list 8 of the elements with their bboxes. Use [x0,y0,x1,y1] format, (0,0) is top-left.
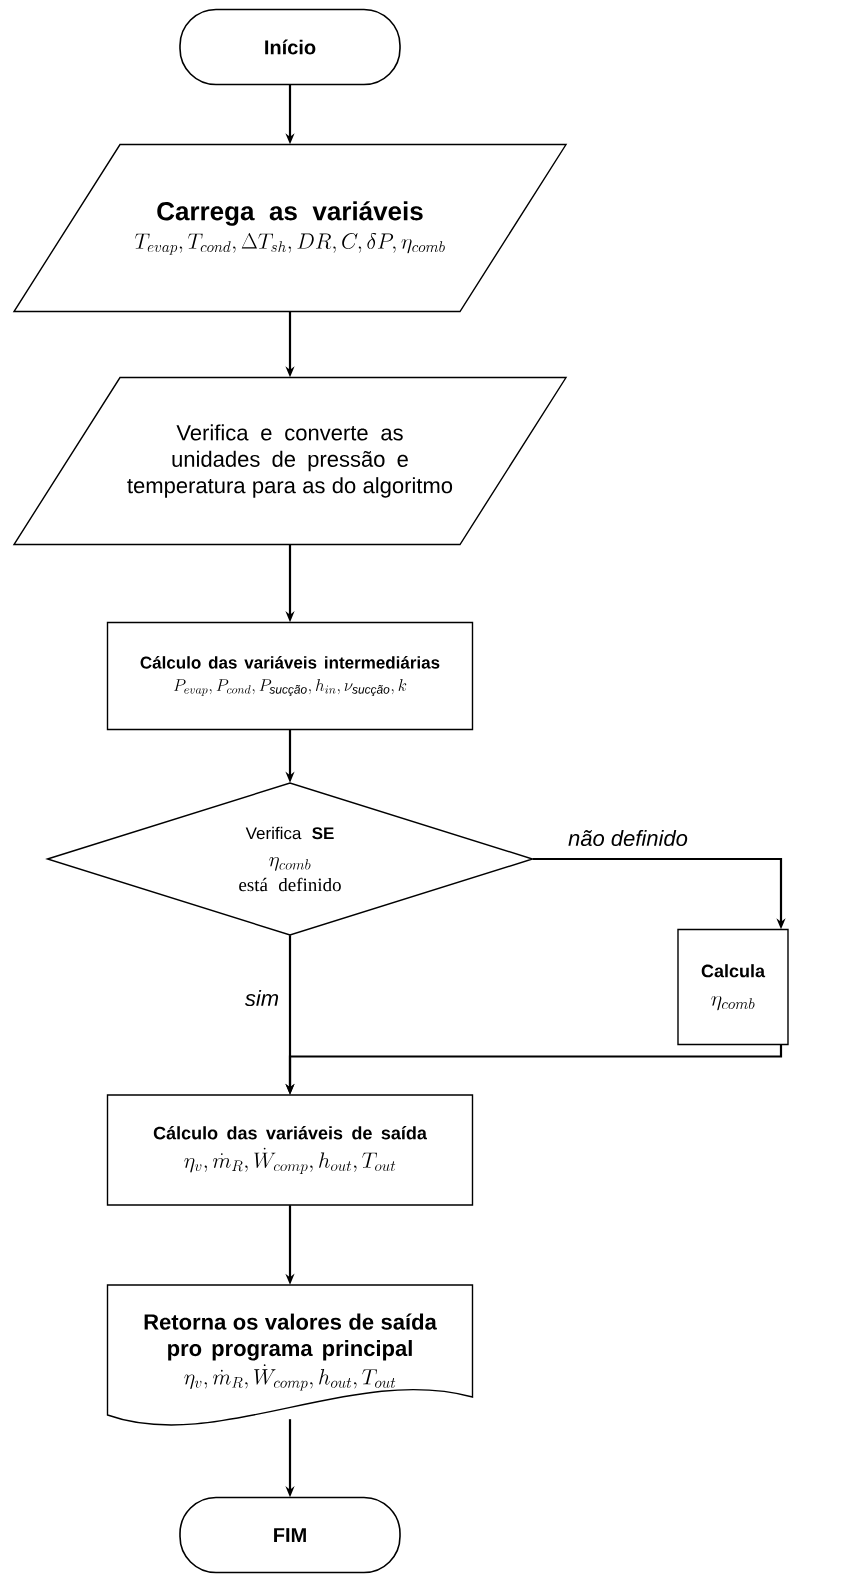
process-box: Cálculo das variáveis de saída $\eta_v, \dot{m}_R, \dot{W}_{comp}, h_{out}, T_{out}$ [106,1094,474,1206]
process-box: Calcula $\eta_{comb}$ [677,928,789,1046]
edge-label: não definido [567,828,689,848]
document-box: Retorna os valores de saída pro programa principal $\eta_v, \dot{m}_R, \dot{W}_{comp}, h_{out}, T_{out}$ [106,1284,474,1426]
terminal-box: Início [179,8,401,86]
edge-label: sim [243,988,281,1008]
process-box: Cálculo das variáveis intermediárias $P_{evap}, P_{cond}, P_{\textit{sucção}}, h_{in}, \nu_{\textit{sucção}}, k$ [106,621,474,731]
terminal-box: FIM [179,1496,401,1574]
